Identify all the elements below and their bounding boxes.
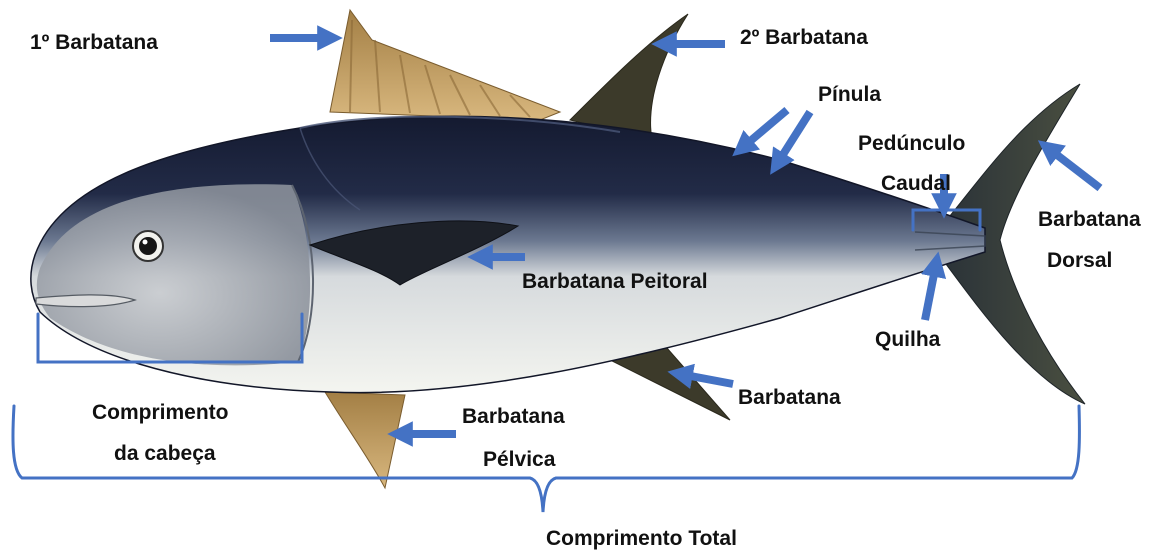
label-total-length: Comprimento Total: [546, 526, 737, 551]
arrow-icon: [777, 112, 810, 164]
label-head-line1: Comprimento: [92, 400, 229, 425]
label-anal-fin: Barbatana: [738, 385, 841, 410]
label-dorsal-line1: Barbatana: [1038, 207, 1141, 232]
second-dorsal-fin: [570, 14, 688, 140]
arrow-icon: [925, 264, 936, 320]
label-second-fin: 2º Barbatana: [740, 25, 868, 50]
label-dorsal-line2: Dorsal: [1047, 248, 1112, 273]
label-finlet: Pínula: [818, 82, 881, 107]
first-dorsal-fin: [330, 10, 560, 120]
label-pectoral: Barbatana Peitoral: [522, 269, 708, 294]
label-keel: Quilha: [875, 327, 940, 352]
pelvic-fin: [325, 392, 405, 488]
label-peduncle-line2: Caudal: [881, 171, 951, 196]
label-peduncle-line1: Pedúnculo: [858, 131, 965, 156]
arrow-icon: [1048, 148, 1100, 188]
arrow-icon: [742, 110, 787, 148]
label-head-line2: da cabeça: [114, 441, 216, 466]
label-pelvic-line2: Pélvica: [483, 447, 555, 472]
label-first-fin: 1º Barbatana: [30, 30, 158, 55]
label-pelvic-line1: Barbatana: [462, 404, 565, 429]
